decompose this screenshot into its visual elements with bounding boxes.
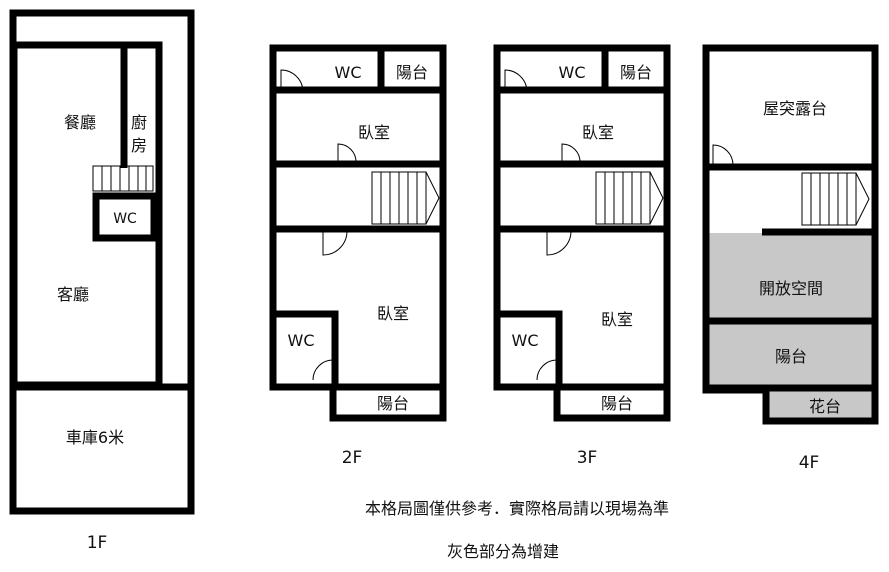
balcony-fill-4f xyxy=(709,321,875,388)
doors-4f xyxy=(712,144,734,166)
room-wc-bottom-3f: WC xyxy=(512,331,539,350)
room-balcony-top-2f: 陽台 xyxy=(396,63,428,82)
stairs-1f xyxy=(92,165,154,192)
inner-house-wall-1f xyxy=(10,41,163,389)
flower-bed-fill xyxy=(767,391,875,420)
room-garage-1f: 車庫6米 xyxy=(66,428,124,447)
extension-fills-4f xyxy=(709,233,875,420)
room-balcony-top-3f: 陽台 xyxy=(620,63,652,82)
room-kitchen-1f-b: 房 xyxy=(131,136,147,155)
room-open-space-4f: 開放空間 xyxy=(759,279,823,298)
outer-wall-2f xyxy=(269,44,447,422)
room-bedroom-top-3f: 臥室 xyxy=(582,123,614,142)
room-balcony-bottom-2f: 陽台 xyxy=(377,394,409,413)
wc-box-1f xyxy=(92,192,158,242)
open-space-fill xyxy=(709,233,875,321)
stairs-3f xyxy=(595,171,664,225)
floor-label-1f: 1F xyxy=(87,533,108,553)
floor-3f xyxy=(493,44,671,422)
room-bedroom-main-3f: 臥室 xyxy=(601,310,633,329)
floor-2f xyxy=(269,44,447,422)
floor-label-2f: 2F xyxy=(342,448,363,468)
room-roof-terrace-4f: 屋突露台 xyxy=(763,99,827,118)
room-dining-1f: 餐廳 xyxy=(64,113,96,132)
disclaimer-note: 本格局圖僅供參考．實際格局請以現場為準 xyxy=(365,499,669,518)
room-balcony-bottom-3f: 陽台 xyxy=(601,394,633,413)
stairs-2f xyxy=(371,171,440,225)
floor-1f xyxy=(9,9,195,515)
doors-2f xyxy=(280,69,357,381)
floor-4f xyxy=(702,44,879,425)
room-bedroom-main-2f: 臥室 xyxy=(377,304,409,323)
doors-3f xyxy=(504,69,581,381)
room-wc-1f: WC xyxy=(113,211,137,227)
floor-label-4f: 4F xyxy=(799,453,820,473)
room-living-1f: 客廳 xyxy=(57,285,89,304)
room-wc-top-2f: WC xyxy=(335,63,362,82)
room-bedroom-top-2f: 臥室 xyxy=(358,123,390,142)
room-kitchen-1f-a: 廚 xyxy=(131,113,147,132)
room-flower-bed-4f: 花台 xyxy=(809,397,841,416)
floor-label-3f: 3F xyxy=(577,448,598,468)
room-wc-top-3f: WC xyxy=(559,63,586,82)
room-wc-bottom-2f: WC xyxy=(288,331,315,350)
stairs-4f xyxy=(801,172,870,226)
extension-note: 灰色部分為增建 xyxy=(447,542,559,561)
outer-wall-3f xyxy=(493,44,671,422)
room-balcony-4f: 陽台 xyxy=(775,347,807,366)
